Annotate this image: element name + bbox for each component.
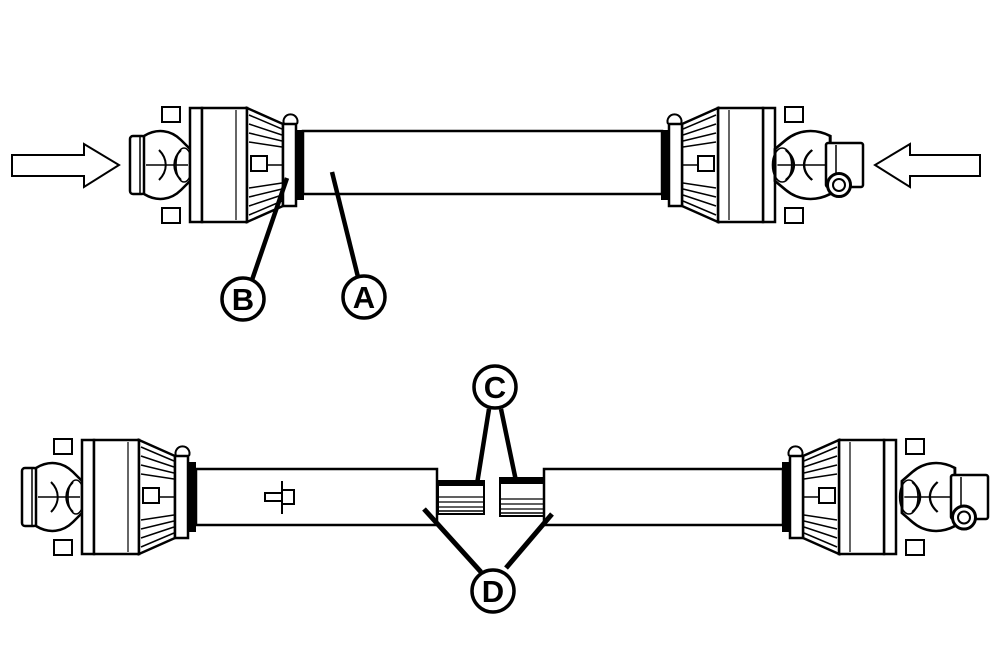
push-in-arrow-right <box>873 142 981 189</box>
callout-a-bubble <box>341 274 387 320</box>
callout-c-leader-left <box>474 408 492 485</box>
inner-profile-tube-left <box>437 480 485 515</box>
callout-c-leader-right <box>498 408 519 482</box>
right-lock-ring <box>826 172 852 198</box>
right-guard-tube <box>542 467 785 527</box>
assembled-driveline-view: B A <box>11 105 981 322</box>
callout-d-leader-left <box>422 507 483 574</box>
callout-d-bubble <box>470 568 516 614</box>
right-lock-ring-bottom <box>951 504 977 531</box>
callout-a-label: A <box>353 280 375 315</box>
callout-b: B <box>220 177 290 322</box>
callout-b-leader <box>249 177 290 281</box>
push-in-arrow-left <box>11 142 121 189</box>
yoke-fork <box>142 129 194 201</box>
callout-b-label: B <box>232 282 254 317</box>
drive-tube <box>301 129 664 196</box>
callout-a: A <box>329 171 387 320</box>
left-yoke-assembly-bottom <box>20 461 86 533</box>
right-yoke-fork-bottom <box>898 461 957 533</box>
callout-d-label: D <box>482 574 504 609</box>
callout-c-label: C <box>484 370 506 405</box>
grease-fitting <box>264 481 295 514</box>
callout-a-leader <box>329 171 361 278</box>
callout-c: C <box>472 364 519 485</box>
left-yoke-assembly <box>128 129 194 201</box>
left-guard-tube <box>194 467 439 527</box>
callout-d: D <box>422 507 554 614</box>
callout-b-bubble <box>220 276 266 322</box>
right-yoke-fork <box>771 129 832 201</box>
inner-profile-tube-right <box>499 477 545 517</box>
callout-d-leader-right <box>504 512 554 570</box>
yoke-fork <box>34 461 86 533</box>
callout-c-bubble <box>472 364 518 410</box>
separated-driveline-view: C D <box>20 364 990 614</box>
